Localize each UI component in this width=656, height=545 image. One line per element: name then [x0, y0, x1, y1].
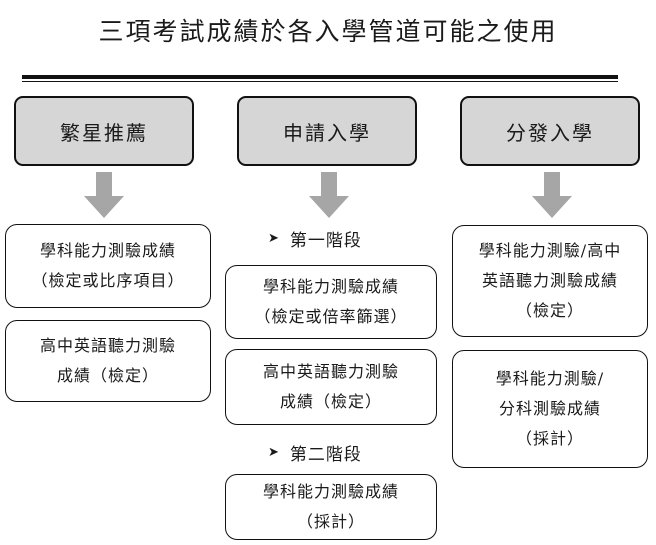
title-rule-thick [22, 75, 618, 79]
box-line: 成績（檢定） [56, 366, 159, 385]
box-line: （檢定或比序項目） [31, 271, 185, 290]
box-line: 學科能力測驗成績 [39, 241, 176, 260]
box-line: （採計） [296, 512, 365, 531]
box-line: 成績（檢定） [279, 392, 382, 411]
down-arrow-icon [309, 172, 349, 218]
heading-label: 分發入學 [506, 120, 594, 145]
box-line: 學科能力測驗/ [495, 369, 605, 388]
box-line: （採計） [515, 429, 584, 448]
exam-box-gsat-stage1: 學科能力測驗成績 （檢定或倍率篩選） [225, 265, 437, 339]
box-line: （檢定） [515, 301, 584, 320]
down-arrow-icon [532, 172, 572, 218]
stage-text: 第一階段 [289, 231, 362, 251]
exam-box-gsat-listening-distribution: 學科能力測驗/高中 英語聽力測驗成績 （檢定） [452, 225, 648, 337]
box-line: 英語聽力測驗成績 [481, 271, 618, 290]
exam-box-gsat-stage2: 學科能力測驗成績 （採計） [225, 474, 437, 540]
heading-label: 申請入學 [283, 120, 371, 145]
box-line: 學科能力測驗成績 [262, 277, 399, 296]
heading-label: 繁星推薦 [60, 120, 148, 145]
box-line: （檢定或倍率篩選） [254, 307, 408, 326]
stage-two-label: ➤ 第二階段 [268, 440, 362, 465]
box-line: 高中英語聽力測驗 [39, 336, 176, 355]
arrowhead-bullet-icon: ➤ [268, 445, 280, 460]
stage-text: 第二階段 [289, 445, 362, 465]
arrowhead-bullet-icon: ➤ [268, 231, 280, 246]
box-line: 分科測驗成績 [498, 399, 601, 418]
heading-distribution-admission: 分發入學 [460, 96, 640, 166]
diagram-title: 三項考試成績於各入學管道可能之使用 [98, 17, 558, 46]
exam-box-gsat-subject-distribution: 學科能力測驗/ 分科測驗成績 （採計） [452, 350, 648, 468]
title-rule-thin [22, 81, 618, 82]
stage-one-label: ➤ 第一階段 [268, 226, 362, 251]
heading-star-recommendation: 繁星推薦 [14, 96, 194, 166]
heading-personal-application: 申請入學 [237, 96, 417, 166]
box-line: 學科能力測驗/高中 [478, 241, 622, 260]
box-line: 高中英語聽力測驗 [262, 362, 399, 381]
exam-box-listening-stage1: 高中英語聽力測驗 成績（檢定） [225, 349, 437, 425]
down-arrow-icon [84, 172, 124, 218]
exam-box-gsat-star: 學科能力測驗成績 （檢定或比序項目） [5, 224, 211, 308]
box-line: 學科能力測驗成績 [262, 482, 399, 501]
exam-box-listening-star: 高中英語聽力測驗 成績（檢定） [5, 320, 211, 402]
